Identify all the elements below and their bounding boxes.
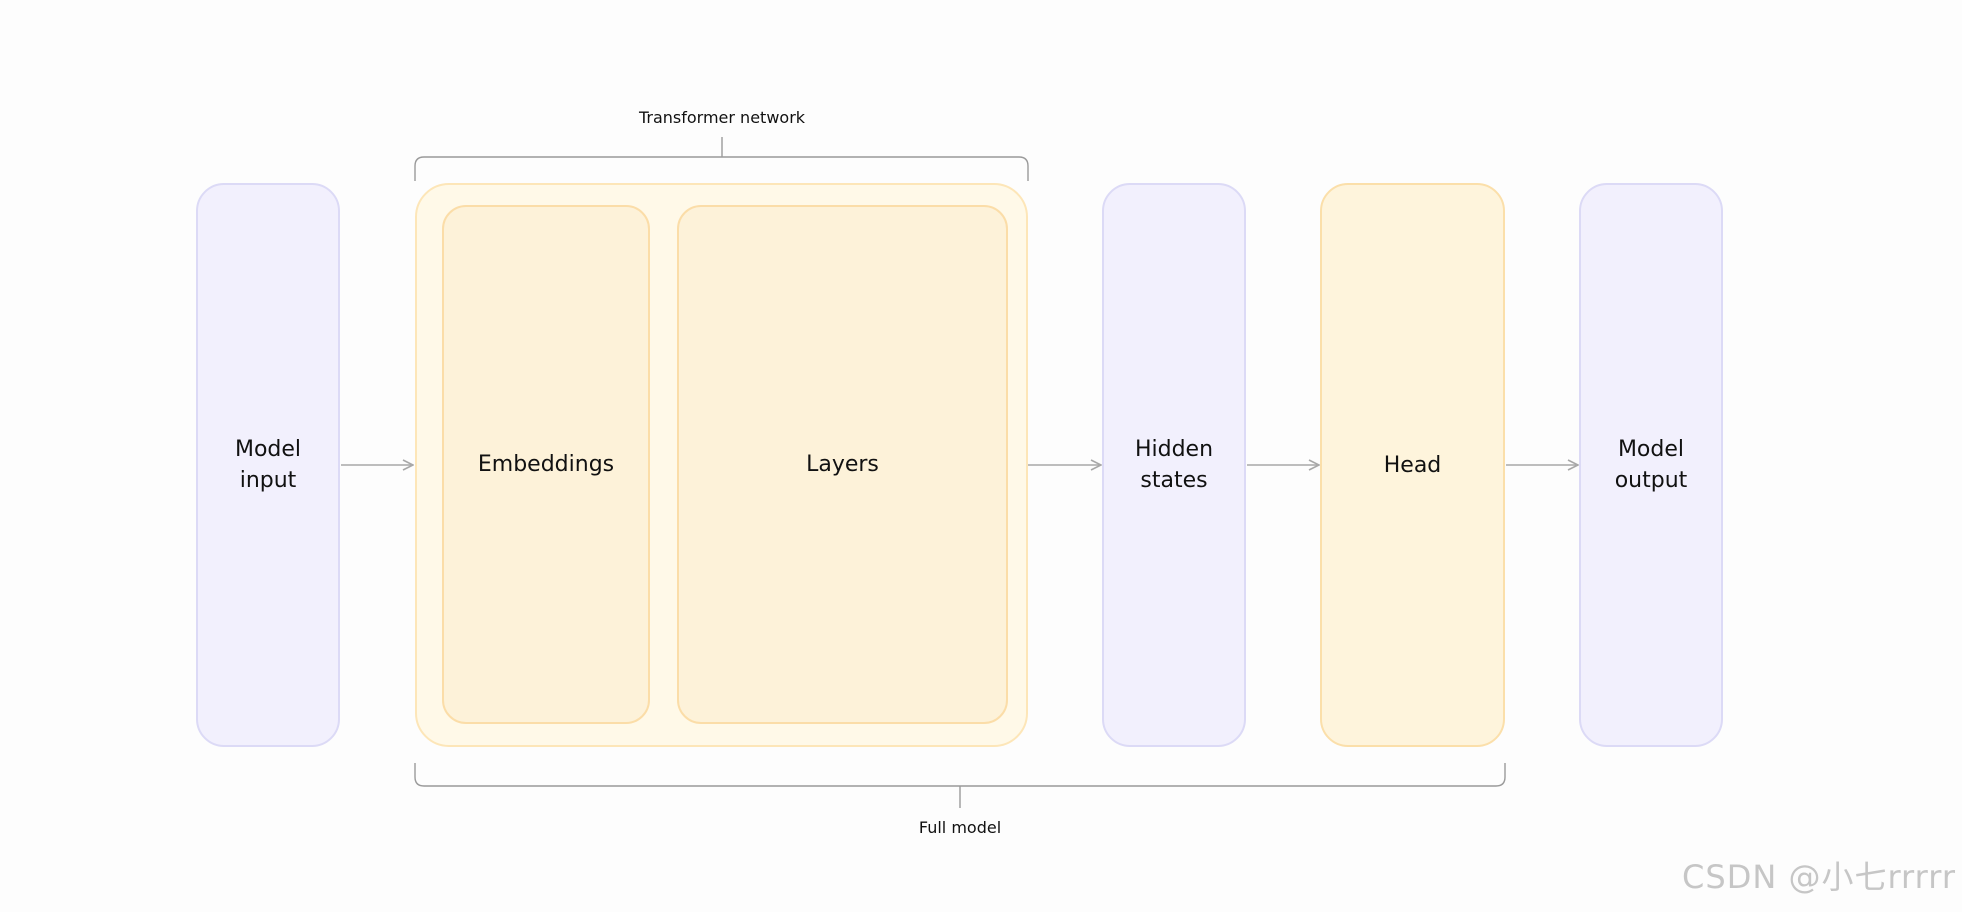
full-model-label: Full model — [918, 818, 1002, 837]
layers-label: Layers — [806, 452, 879, 477]
model-output-label: Model output — [1614, 437, 1688, 493]
hidden-states-block: Hidden states — [1102, 183, 1246, 747]
model-input-label: Model input — [234, 437, 302, 493]
head-block: Head — [1320, 183, 1505, 747]
embeddings-label: Embeddings — [477, 452, 615, 477]
transformer-network-label: Transformer network — [638, 108, 806, 127]
layers-block: Layers — [677, 205, 1008, 724]
csdn-watermark: CSDN @小七rrrrr — [1682, 858, 1956, 896]
embeddings-block: Embeddings — [442, 205, 650, 724]
bracket-transformer-network — [414, 137, 1029, 181]
bracket-full-model — [414, 763, 1506, 808]
model-output-block: Model output — [1579, 183, 1723, 747]
hidden-states-label: Hidden states — [1134, 437, 1214, 493]
model-input-block: Model input — [196, 183, 340, 747]
head-label: Head — [1383, 452, 1442, 478]
